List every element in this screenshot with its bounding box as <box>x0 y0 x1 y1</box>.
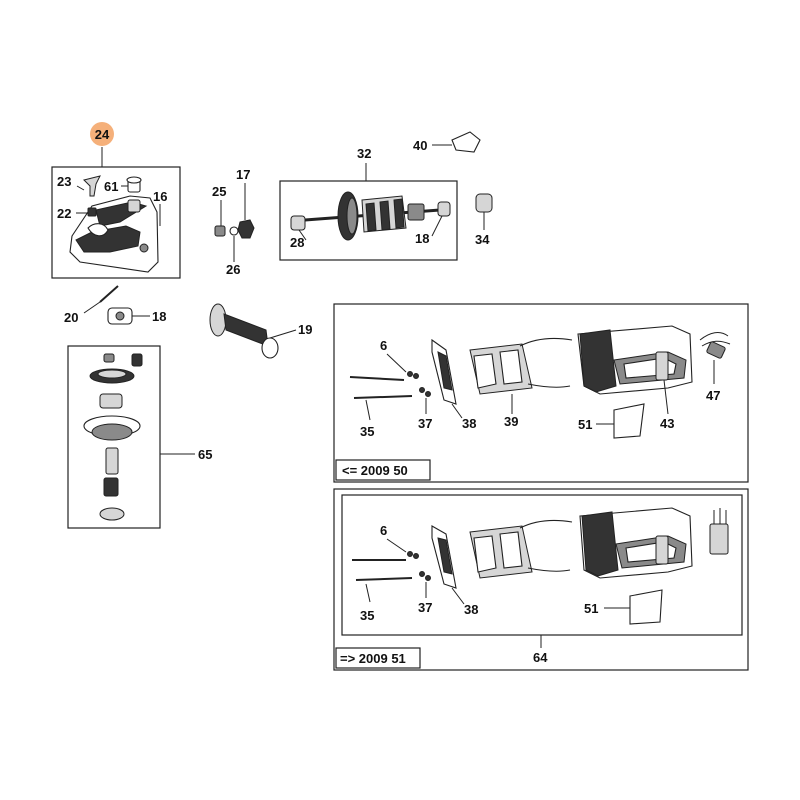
highlight-badge <box>90 122 114 146</box>
label-22: 22 <box>57 206 71 221</box>
label-38-bottom: 38 <box>464 602 478 617</box>
label-16: 16 <box>153 189 167 204</box>
screw-20 <box>99 285 119 303</box>
label-39: 39 <box>504 414 518 429</box>
spindle-lock <box>83 175 101 197</box>
label-28: 28 <box>290 235 304 250</box>
label-26: 26 <box>226 262 240 277</box>
washer-26 <box>229 226 239 236</box>
plate-51-top <box>613 403 645 439</box>
label-40: 40 <box>413 138 427 153</box>
label-43: 43 <box>660 416 674 431</box>
spindle-bearing <box>99 393 123 409</box>
label-6-top: 6 <box>380 338 387 353</box>
screw-35-top-a <box>349 376 405 381</box>
label-47: 47 <box>706 388 720 403</box>
part-34[interactable]: 34 <box>475 193 493 247</box>
label-25: 25 <box>212 184 226 199</box>
stator-bottom <box>469 519 573 579</box>
spindle-shaft <box>105 447 119 475</box>
label-37-bottom: 37 <box>418 600 432 615</box>
nut-17 <box>237 219 255 239</box>
stator-39 <box>469 337 573 395</box>
handle-flange <box>209 303 227 337</box>
label-20: 20 <box>64 310 78 325</box>
label-51-top: 51 <box>578 417 592 432</box>
bearing-18-top <box>437 201 451 217</box>
label-18-top: 18 <box>415 231 429 246</box>
suppressor-bottom <box>709 508 729 555</box>
handle-grip <box>223 313 269 347</box>
screw-35-top-b <box>353 395 413 399</box>
label-35-top: 35 <box>360 424 374 439</box>
label-65: 65 <box>198 447 212 462</box>
nut-25 <box>214 225 226 237</box>
version-bottom-label: => 2009 51 <box>340 651 406 666</box>
screw-35-bottom-b <box>355 577 413 581</box>
label-23: 23 <box>57 174 71 189</box>
part-24-group[interactable]: 24 23 61 16 22 <box>51 122 181 279</box>
motor-housing-bottom-group[interactable]: => 2009 51 6 35 37 38 <box>333 488 749 671</box>
bottom-version-frame <box>333 488 749 671</box>
armature-group[interactable]: 32 28 18 <box>279 146 458 261</box>
label-17: 17 <box>236 167 250 182</box>
lock-button <box>126 176 142 193</box>
part-40[interactable]: 40 <box>413 131 481 153</box>
label-32: 32 <box>357 146 371 161</box>
label-64: 64 <box>533 650 548 665</box>
label-34: 34 <box>475 232 490 247</box>
bottom-version-tag <box>335 647 421 669</box>
label-51-bottom: 51 <box>584 601 598 616</box>
label-61: 61 <box>104 179 118 194</box>
part-20[interactable]: 20 <box>64 285 119 325</box>
part-64-frame <box>341 494 743 636</box>
label-37-top: 37 <box>418 416 432 431</box>
top-version-frame <box>333 303 749 483</box>
armature-fan <box>337 191 359 241</box>
label-6-bottom: 6 <box>380 523 387 538</box>
label-35-bottom: 35 <box>360 608 374 623</box>
part-65-spindle-group[interactable]: 65 <box>67 345 212 529</box>
version-top-label: <= 2009 50 <box>342 463 408 478</box>
brush-cover <box>451 131 481 153</box>
motor-housing-43 <box>577 325 693 395</box>
motor-housing-top-group[interactable]: <= 2009 50 6 35 37 38 39 <box>333 303 749 483</box>
spindle-nut <box>99 507 125 521</box>
motor-housing-bottom <box>579 507 693 579</box>
top-version-tag <box>335 459 431 481</box>
cable-47 <box>699 332 731 359</box>
bearing-28 <box>290 215 306 231</box>
armature-frame <box>279 180 458 261</box>
label-24: 24 <box>95 127 110 142</box>
spindle-frame <box>67 345 161 529</box>
label-18-bearing: 18 <box>152 309 166 324</box>
spring <box>87 207 97 217</box>
armature-windings <box>361 195 425 233</box>
part-24-frame <box>51 166 181 279</box>
plate-51-bottom <box>629 589 663 625</box>
fasteners-17-25-26[interactable]: 25 17 26 <box>212 167 255 277</box>
label-38-top: 38 <box>462 416 476 431</box>
label-19: 19 <box>298 322 312 337</box>
part-19-handle[interactable]: 19 <box>209 303 312 359</box>
part-18-bearing[interactable]: 18 <box>107 307 166 325</box>
bushing-34 <box>475 193 493 213</box>
gear-housing <box>69 195 159 273</box>
